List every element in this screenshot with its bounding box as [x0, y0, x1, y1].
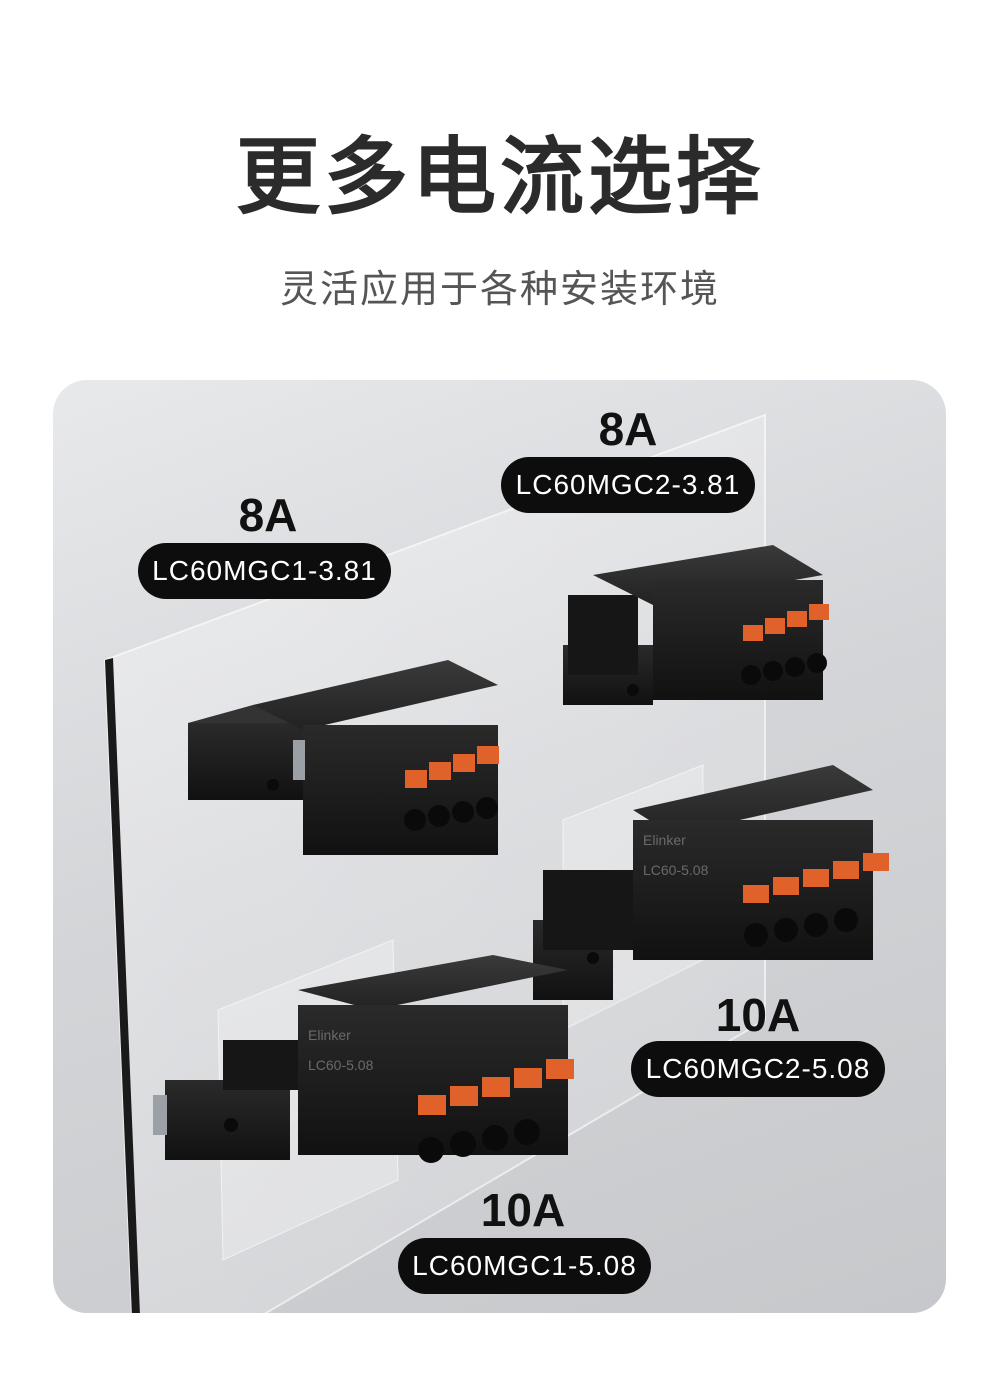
connector-lc60mgc1-381	[188, 660, 499, 855]
connector-illustration: Elinker LC60-5.08 Elinker LC60-5.	[103, 413, 889, 1313]
connector-series-mark: LC60-5.08	[308, 1057, 374, 1073]
current-rating-label: 10A	[480, 1184, 566, 1236]
page-subtitle: 灵活应用于各种安装环境	[279, 267, 720, 311]
connector-lc60mgc2-508: Elinker LC60-5.08	[533, 765, 889, 1000]
connector-brand-mark: Elinker	[643, 832, 686, 848]
page-title: 更多电流选择	[235, 128, 764, 226]
connector-lc60mgc1-508: Elinker LC60-5.08	[153, 955, 574, 1163]
current-rating-label: 8A	[238, 489, 298, 541]
current-rating-label: 8A	[598, 403, 658, 455]
model-pill: LC60MGC2-5.08	[631, 1041, 885, 1097]
product-showcase-panel: Elinker LC60-5.08 Elinker LC60-5.	[53, 380, 946, 1313]
connector-lc60mgc2-381	[563, 545, 829, 705]
connector-series-mark: LC60-5.08	[643, 862, 709, 878]
model-pill: LC60MGC2-3.81	[501, 457, 755, 513]
current-rating-label: 10A	[715, 989, 801, 1041]
model-pill: LC60MGC1-5.08	[398, 1238, 651, 1294]
model-pill: LC60MGC1-3.81	[138, 543, 391, 599]
connector-brand-mark: Elinker	[308, 1027, 351, 1043]
